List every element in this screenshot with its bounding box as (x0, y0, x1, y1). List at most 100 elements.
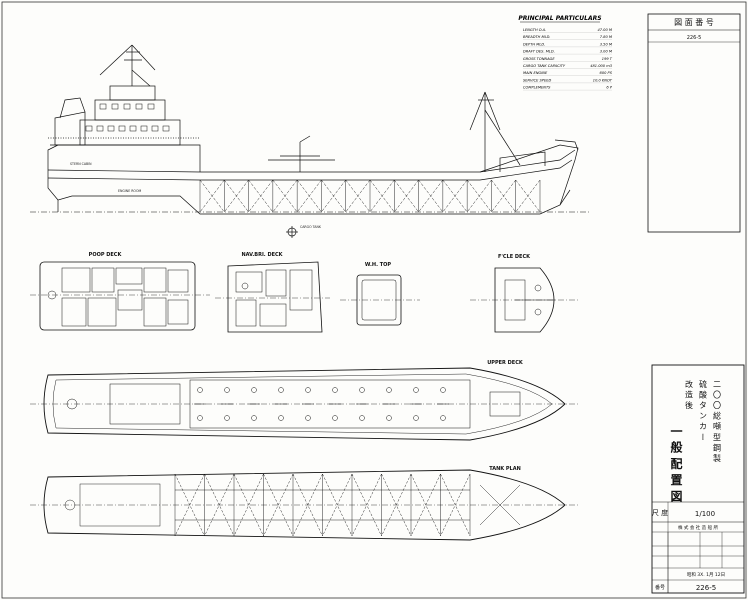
title-block-header-label: 図 面 番 号 (674, 17, 714, 27)
nav-bri-deck-rooms (235, 269, 313, 327)
tank-hatch (359, 387, 365, 393)
tank-hatch (305, 387, 311, 393)
truss-member (418, 179, 444, 213)
profile-view (30, 44, 590, 215)
principal-particulars: PRINCIPAL PARTICULARS LENGTH O.A.47.00 M… (518, 15, 613, 91)
tank-hatch (386, 387, 392, 393)
title-block-header: 図 面 番 号 226-5 (647, 13, 741, 233)
scale-label: 尺 度 (652, 508, 668, 517)
girder (381, 473, 412, 537)
upper-deck-fittings (66, 379, 521, 429)
truss-member (491, 179, 516, 213)
bitt (534, 308, 542, 316)
particulars-title: PRINCIPAL PARTICULARS (518, 15, 601, 22)
room (117, 289, 143, 311)
engine-room-label: ENGINE ROOM (118, 189, 141, 193)
particular-value: 10.0 KNOT (593, 78, 613, 82)
fcle-deck-view: F'CLE DECK (470, 254, 580, 333)
midship-mark (286, 226, 298, 238)
girder (174, 473, 205, 537)
room (167, 269, 189, 293)
poop-deck-label: POOP DECK (89, 252, 123, 258)
window (85, 125, 93, 132)
truss-member (248, 179, 274, 213)
girder (351, 473, 382, 537)
title-line-type: 二 〇 〇 総 噸 型 鋼 製 (713, 380, 722, 463)
cargo-tank-top (189, 379, 471, 429)
poop-deck-rooms (47, 267, 189, 327)
tank-hatch (332, 387, 338, 393)
fore-peak-brace (479, 484, 521, 526)
truss-member (296, 179, 322, 213)
title-line-modified: 改 造 後 (685, 379, 694, 409)
particular-label: SERVICE SPEED (523, 78, 551, 82)
tank-hatch (332, 415, 338, 421)
window (162, 125, 170, 132)
drawing-date: 昭和 3X. 1月 12日 (687, 571, 725, 578)
room (235, 271, 263, 293)
girder (263, 473, 294, 537)
particular-value: 7.80 M (600, 35, 612, 39)
girder (233, 473, 264, 537)
scale-value: 1/100 (695, 510, 715, 518)
girder (440, 473, 471, 537)
room (61, 297, 87, 327)
particular-label: DRAFT DES. MLD. (523, 50, 555, 54)
deck-house (109, 383, 181, 425)
truss-member (272, 179, 298, 213)
room (289, 269, 313, 311)
window (140, 125, 148, 132)
truss-member (515, 179, 541, 213)
particular-label: DEPTH MLD. (523, 42, 545, 46)
window (129, 125, 137, 132)
upper-deck-label: UPPER DECK (487, 360, 524, 366)
engine-room (79, 483, 161, 527)
tank-hatch (224, 387, 230, 393)
drawing-number-label: 番号 (655, 584, 665, 591)
truss-member (369, 179, 395, 213)
company-name: 株 式 会 社 造 船 所 (678, 524, 719, 531)
tank-hatch (413, 387, 419, 393)
truss-member (466, 179, 492, 213)
particular-value: 3.00 M (600, 50, 612, 54)
cargo-tank-label: CARGO TANK (300, 225, 322, 229)
room (167, 299, 189, 325)
fcle-store (489, 391, 521, 417)
tank-hatch (224, 415, 230, 421)
tank-hatch (278, 387, 284, 393)
window (96, 125, 104, 132)
drawing-title: 一 般 配 置 図 (669, 425, 683, 502)
title-block: 二 〇 〇 総 噸 型 鋼 製 硫 酸 タ ン カ ー 改 造 後 一 般 配 … (651, 364, 745, 594)
girder (204, 473, 235, 537)
particular-label: MAIN ENGINE (523, 71, 548, 75)
stern-cabin-label: STERN CABIN (70, 162, 92, 166)
particular-value: 600 PS (600, 71, 613, 75)
nav-bri-deck-view: NAV.BRI. DECK (215, 252, 330, 333)
poop-windows (85, 103, 170, 132)
hatch (47, 290, 57, 300)
room (91, 267, 115, 293)
particular-value: 199 T (602, 57, 613, 61)
window (151, 125, 159, 132)
room (259, 303, 287, 327)
drawing-number-top: 226-5 (687, 35, 702, 41)
binnacle (241, 282, 249, 290)
steering-gear (66, 398, 78, 410)
tank-hatch (359, 415, 365, 421)
fcle-deck-fittings (504, 279, 555, 321)
profile-tank-truss (199, 179, 541, 213)
tank-hatch (197, 387, 203, 393)
wh-top-label: W.H. TOP (365, 262, 391, 268)
tank-hatch (197, 415, 203, 421)
room (115, 267, 143, 285)
window (147, 103, 155, 110)
truss-member (321, 179, 346, 213)
girder (410, 473, 441, 537)
window (107, 125, 115, 132)
tank-plan-label: TANK PLAN (489, 466, 521, 472)
girder (322, 473, 353, 537)
drawing-number: 226-5 (696, 584, 716, 592)
